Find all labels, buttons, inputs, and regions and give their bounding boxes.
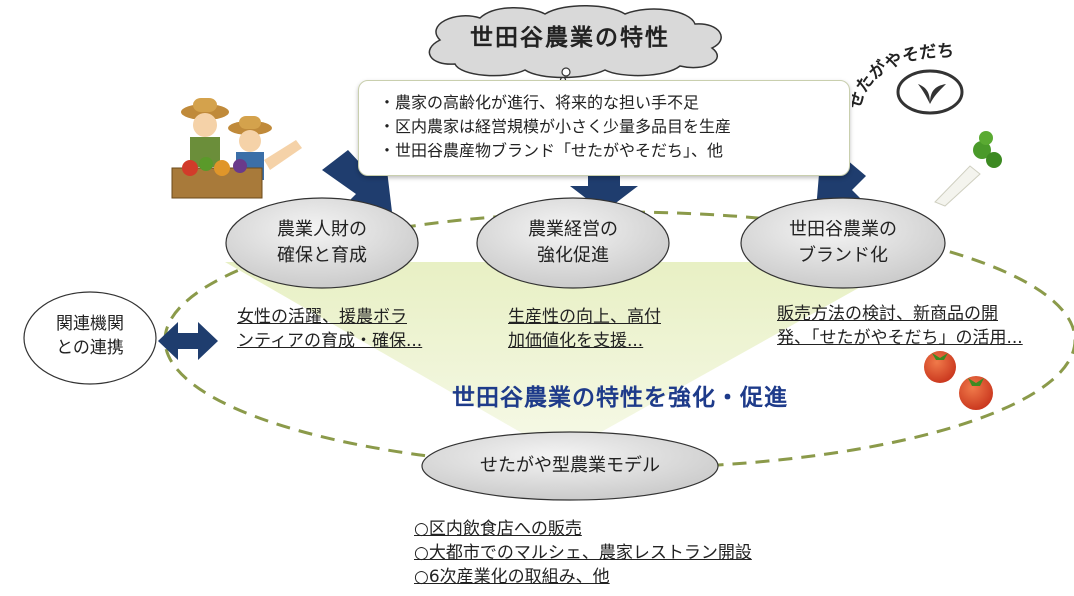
farmers-illustration [171,98,302,199]
pillar-label-2: 農業経営の 強化促進 [528,219,618,266]
tomatoes-illustration [924,351,993,410]
pillar-detail-2: 生産性の向上、高付 加価値化を支援... [508,307,661,351]
trait-item: ・世田谷農産物ブランド「せたがやそだち」、他 [379,141,724,160]
pillar-detail-1: 女性の活躍、援農ボラ ンティアの育成・確保... [237,307,423,351]
down-arrow-left [322,150,392,212]
convergence-triangle [225,262,905,455]
model-list: ○区内飲食店への販売 ○大都市でのマルシェ、農家レストラン開設 ○6次産業化の取… [414,517,752,589]
logo-wordmark: せたがやそだち [852,42,954,112]
partner-label: 関連機関 との連携 [56,314,124,358]
model-item: ○大都市でのマルシェ、農家レストラン開設 [414,543,752,563]
pillar-oval-1 [225,197,419,289]
model-item: ○6次産業化の取組み、他 [414,567,610,587]
trait-item: ・区内農家は経営規模が小さく少量多品目を生産 [379,117,732,136]
main-message: 世田谷農業の特性を強化・促進 [452,385,788,411]
title: 世田谷農業の特性 [470,25,670,51]
double-arrow [158,322,218,360]
model-oval [421,431,719,501]
logo-text: せたがやそだち [852,42,954,112]
daikon-illustration [934,131,1002,207]
pillar-label-1: 農業人財の 確保と育成 [277,219,367,266]
pillar-detail-3: 販売方法の検討、新商品の開 発、「せたがやそだち」の活用... [777,304,1023,348]
title-cloud [428,5,722,79]
model-item: ○区内飲食店への販売 [414,519,582,539]
model-label: せたがや型農業モデル [480,455,660,476]
trait-item: ・農家の高齢化が進行、将来的な担い手不足 [379,93,700,112]
traits-box: ・農家の高齢化が進行、将来的な担い手不足 ・区内農家は経営規模が小さく少量多品目… [358,80,850,176]
down-arrow-right [816,154,866,210]
partner-oval [23,291,157,385]
pillar-oval-2 [476,197,670,289]
pillar-label-3: 世田谷農業の ブランド化 [789,219,897,266]
logo-icon [896,69,964,115]
pillar-oval-3 [740,197,946,289]
svg-text:せたがやそだち: せたがやそだち [852,42,954,112]
